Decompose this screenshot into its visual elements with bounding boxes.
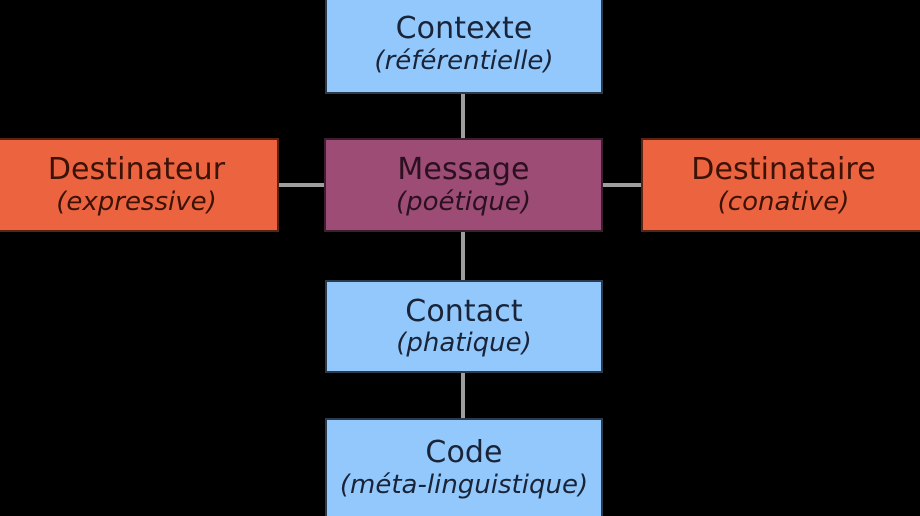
- node-code[interactable]: Code (méta-linguistique): [325, 418, 603, 516]
- node-message-title: Message: [397, 152, 530, 188]
- connector-destinateur-message: [277, 183, 326, 187]
- node-destinateur[interactable]: Destinateur (expressive): [0, 138, 279, 232]
- node-code-title: Code: [425, 435, 503, 471]
- connector-contexte-message: [461, 92, 465, 140]
- node-contact-function: (phatique): [396, 328, 532, 359]
- node-destinateur-title: Destinateur: [47, 152, 226, 188]
- node-message[interactable]: Message (poétique): [324, 138, 603, 232]
- node-contact[interactable]: Contact (phatique): [325, 280, 603, 373]
- node-destinataire-function: (conative): [717, 186, 850, 217]
- node-contexte[interactable]: Contexte (référentielle): [325, 0, 603, 94]
- node-contact-title: Contact: [405, 293, 523, 329]
- node-code-function: (méta-linguistique): [339, 469, 589, 500]
- connector-message-destinataire: [601, 183, 643, 187]
- node-contexte-function: (référentielle): [374, 45, 554, 76]
- connector-message-contact: [461, 230, 465, 282]
- node-destinataire[interactable]: Destinataire (conative): [641, 138, 920, 232]
- node-destinateur-function: (expressive): [56, 186, 217, 217]
- node-contexte-title: Contexte: [395, 11, 533, 47]
- connector-contact-code: [461, 371, 465, 420]
- node-message-function: (poétique): [395, 186, 532, 217]
- node-destinataire-title: Destinataire: [691, 152, 876, 188]
